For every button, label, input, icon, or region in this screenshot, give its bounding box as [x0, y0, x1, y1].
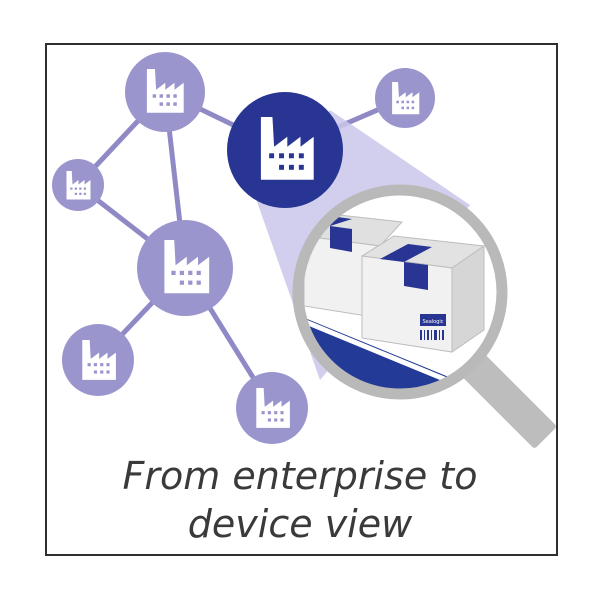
shipping-label: [420, 314, 446, 326]
caption-line-2: device view: [187, 502, 413, 546]
node-top-right: [375, 68, 435, 128]
barcode-icon: [420, 330, 444, 340]
node-top: [125, 52, 205, 132]
box-label: Sealogic: [422, 319, 443, 325]
box-icon: Sealogic: [360, 235, 486, 353]
caption-line-1: From enterprise to: [122, 454, 478, 498]
node-bottom-left: [62, 324, 134, 396]
node-left: [52, 159, 104, 211]
magnifier-icon: [457, 349, 556, 448]
node-selected: [227, 92, 343, 208]
node-center: [137, 220, 233, 316]
node-bottom: [236, 372, 308, 444]
lens-rim: [292, 184, 508, 400]
